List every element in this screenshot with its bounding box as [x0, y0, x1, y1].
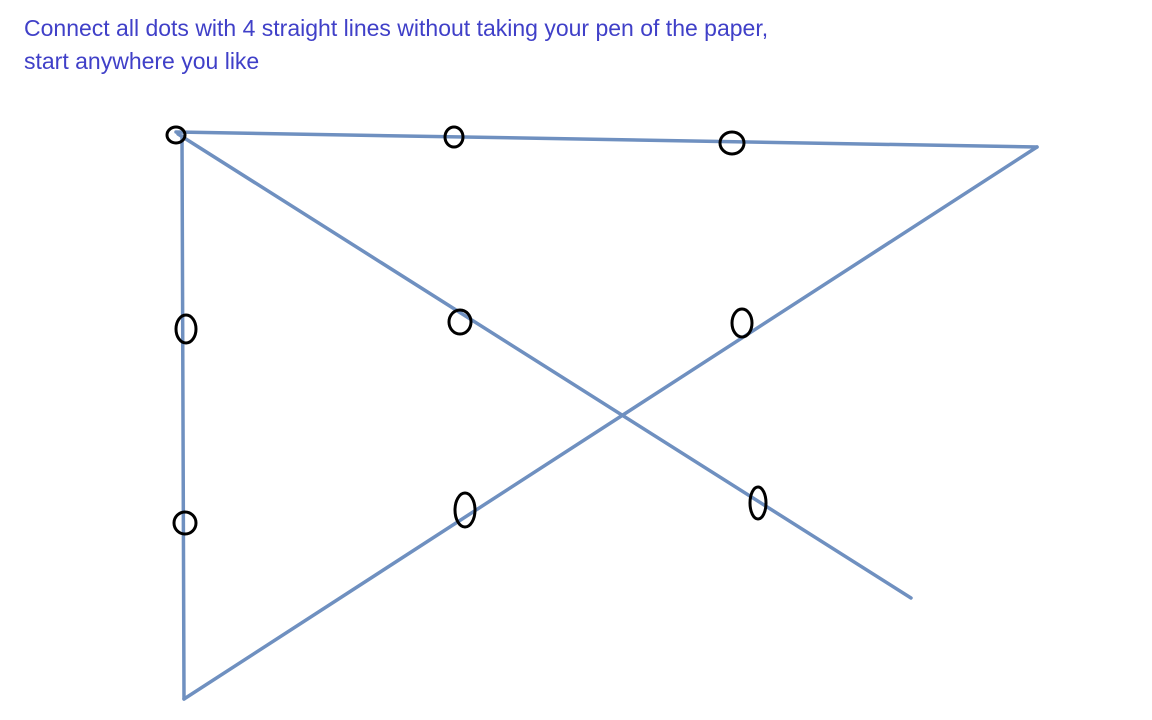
solution-line-top — [174, 130, 1039, 149]
dot-top-left — [165, 125, 187, 145]
dot-bottom-middle — [453, 491, 477, 529]
solution-line-diagonal-up — [182, 145, 1039, 701]
instructions-line-1: Connect all dots with 4 straight lines w… — [24, 15, 769, 41]
solution-line-diagonal-down — [176, 132, 913, 600]
dot-top-right — [718, 130, 746, 156]
dot-bottom-left — [172, 510, 198, 536]
dots — [165, 125, 768, 536]
dot-middle-right — [730, 307, 754, 339]
dot-bottom-right — [748, 485, 768, 521]
solution-lines — [174, 130, 1039, 701]
dot-middle-left — [174, 313, 198, 345]
solution-line-left-vertical — [180, 134, 186, 701]
dot-center — [447, 308, 473, 336]
dot-top-middle — [443, 125, 465, 149]
instructions-line-2: start anywhere you like — [24, 48, 260, 74]
instructions-text: Connect all dots with 4 straight lines w… — [24, 12, 1124, 78]
